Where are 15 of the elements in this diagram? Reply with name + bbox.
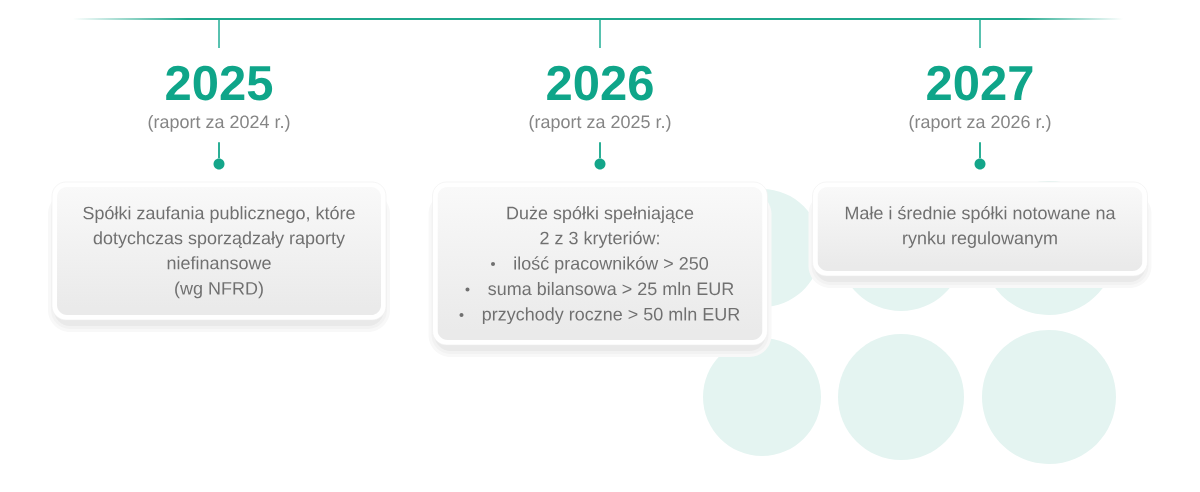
list-item: ilość pracowników > 250: [514, 256, 709, 274]
year-heading: 2026: [547, 65, 653, 101]
text-card: Spółki zaufania publicznego, które dotychczas sporządzały raporty niefinansowe (wg NFRD): [48, 181, 390, 332]
list-item: przychody roczne > 50 mln EUR: [482, 307, 740, 325]
subtitle: (raport za 2026 r.): [909, 114, 1051, 132]
year-heading: 2027: [927, 65, 1033, 101]
connector: [599, 141, 601, 160]
connector: [979, 141, 981, 160]
list-item: suma bilansowa > 25 mln EUR: [488, 281, 734, 296]
text-card: Małe i średnie spółki notowane na rynku regulowanym: [808, 181, 1152, 288]
subtitle: (raport za 2025 r.): [529, 114, 671, 132]
subtitle: (raport za 2024 r.): [148, 114, 290, 132]
text-card: Duże spółki spełniające 2 z 3 kryteriów: ilość pracowników > 250 suma bilansowa > 25 mln EUR przychody roczne > 50 mln EUR: [428, 181, 772, 357]
year-heading: 2025: [166, 65, 273, 101]
connector: [218, 141, 220, 160]
